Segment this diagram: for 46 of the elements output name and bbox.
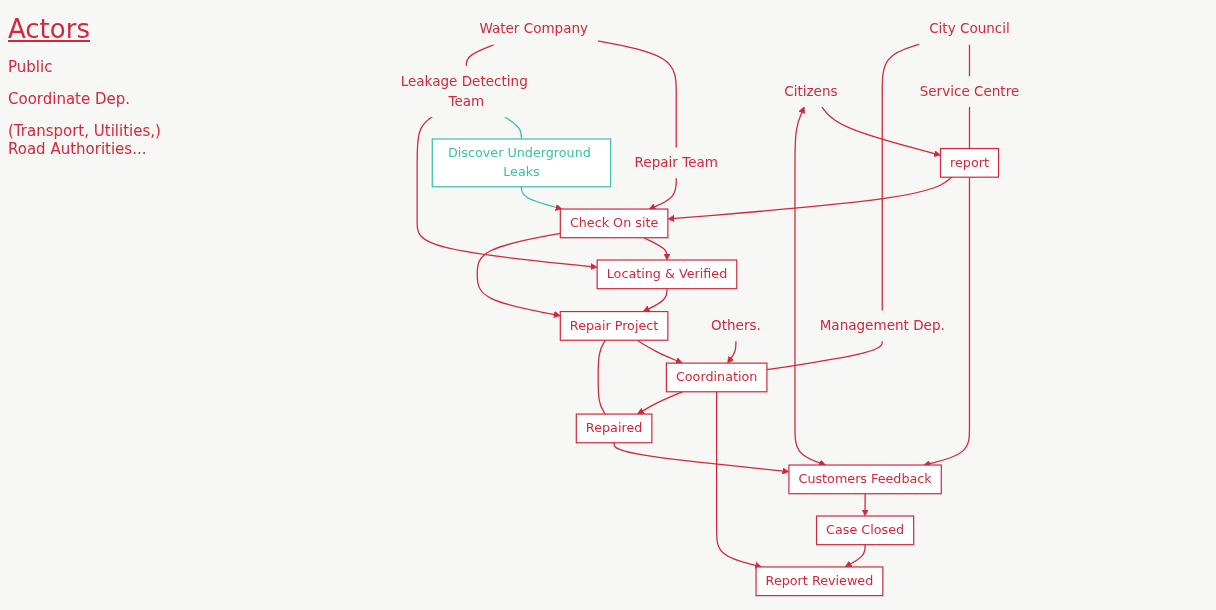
node-box: Check On site: [559, 208, 669, 239]
note-label: (Transport, Utilities,) Road Authorities...: [8, 122, 162, 158]
arrow: [636, 339, 683, 364]
connector: [597, 40, 677, 149]
node-text: Citizens: [784, 83, 838, 99]
note-label: Coordinate Dep.: [8, 90, 132, 108]
diagram-title: Actors: [8, 14, 91, 44]
arrow: [861, 493, 869, 517]
arrow: [667, 176, 953, 222]
arrow: [821, 105, 941, 157]
arrow: [648, 177, 677, 210]
arrow: [520, 186, 563, 211]
arrow: [716, 391, 762, 569]
node-box: Coordination: [665, 362, 768, 393]
arrow: [794, 106, 826, 467]
arrow: [643, 237, 671, 261]
connector: [968, 43, 971, 78]
connector: [597, 339, 606, 415]
node-box: Locating & Verified: [596, 259, 738, 290]
arrow: [476, 232, 561, 318]
connector: [766, 340, 883, 371]
node-box: Repair Project: [559, 310, 669, 341]
node-text: Others.: [711, 317, 761, 334]
node-box: report: [939, 147, 1000, 178]
arrow: [637, 391, 684, 415]
node-text: Service Centre: [919, 83, 1020, 99]
connector: [968, 105, 971, 150]
arrow: [923, 176, 971, 467]
node-box: Customers Feedback: [788, 464, 942, 495]
node-text: Repair Team: [634, 154, 718, 171]
node-box: Report Reviewed: [755, 566, 884, 597]
node-box: Case Closed: [815, 515, 915, 546]
connector: [465, 43, 496, 68]
node-box: Discover Underground Leaks: [431, 138, 612, 188]
node-text: Leakage Detecting Team: [400, 72, 528, 110]
note-label: Public: [8, 58, 54, 76]
node-box: Repaired: [575, 413, 653, 444]
arrow: [727, 340, 737, 364]
arrow: [416, 116, 598, 271]
connector: [881, 43, 921, 312]
node-text: Management Dep.: [819, 317, 945, 334]
arrow: [642, 288, 668, 312]
arrow: [844, 544, 866, 568]
node-text: Water Company: [479, 20, 589, 37]
connector: [503, 116, 523, 140]
node-text: City Council: [929, 20, 1010, 37]
